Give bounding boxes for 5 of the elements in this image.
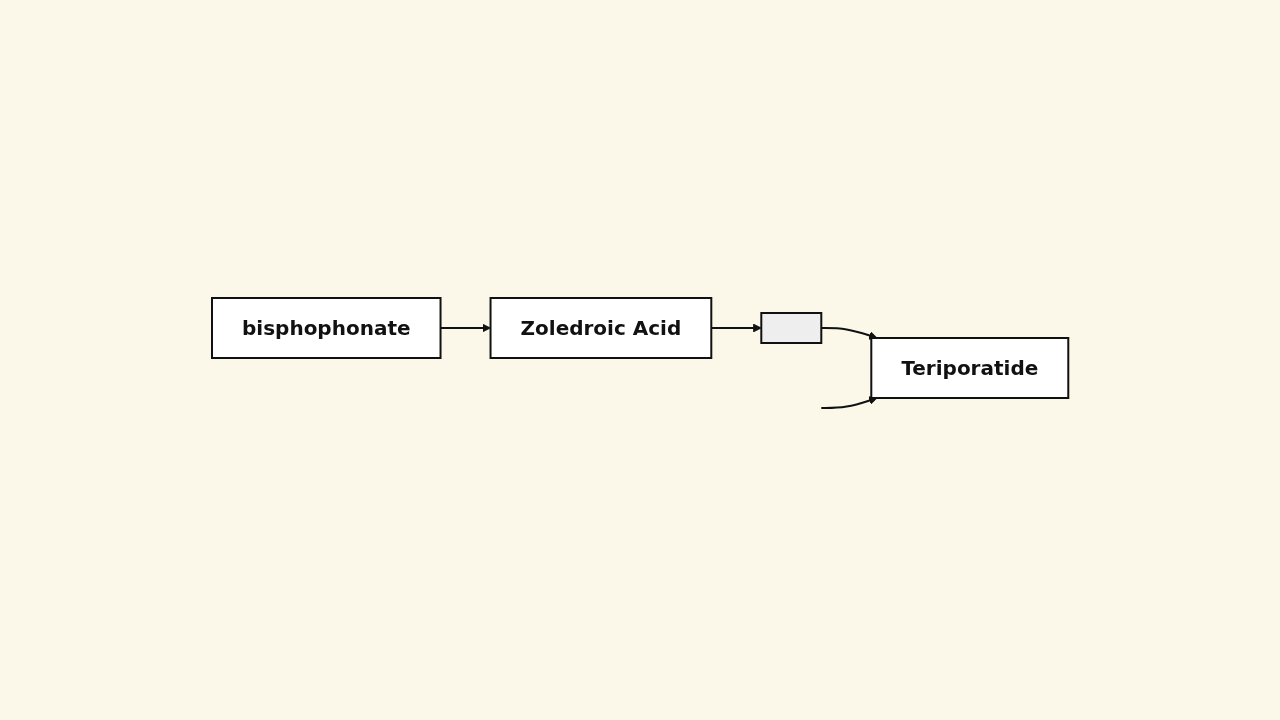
node-box: Zoledroic Acid <box>489 296 713 359</box>
node-box: Teriporatide <box>870 336 1070 399</box>
arrow <box>820 395 878 409</box>
node-box: bisphophonate <box>210 296 442 359</box>
node-box <box>760 311 823 344</box>
